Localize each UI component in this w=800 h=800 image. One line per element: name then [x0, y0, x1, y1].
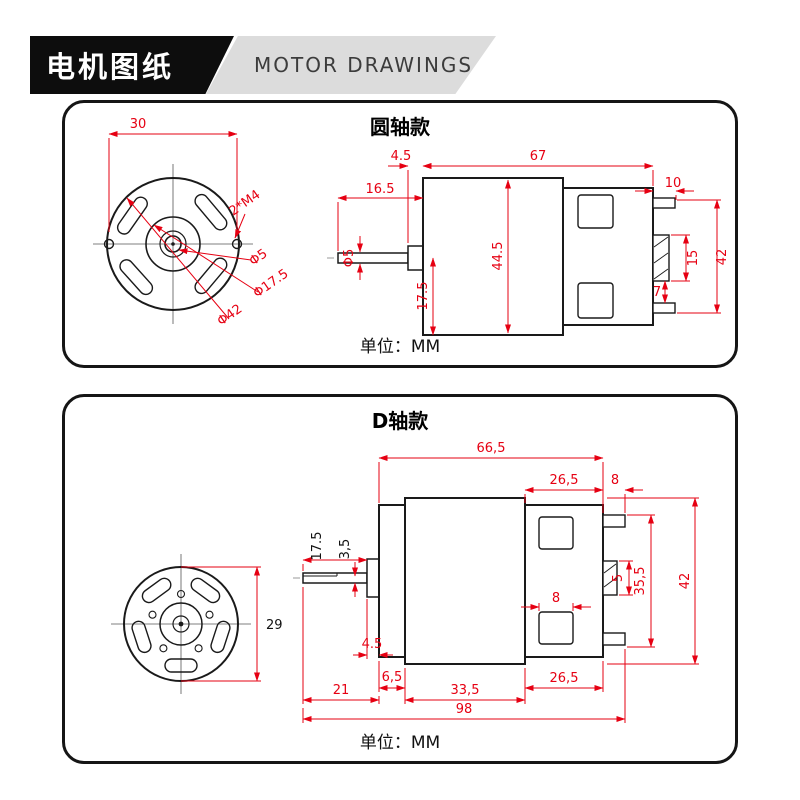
- dim-shaft-dia-side: Φ5: [342, 249, 357, 268]
- round-shaft-title: 圆轴款: [370, 115, 430, 139]
- dim-mid-len-d: 33,5: [451, 683, 480, 698]
- dim-shaft-total-d: 21: [333, 683, 350, 698]
- header-banner-zh: 电机图纸: [30, 36, 234, 94]
- d-shaft-title: D轴款: [371, 409, 429, 433]
- side-dim-labels-d: 66,5 26,5 8 3,5 17.5 4.5 6,5 26,5 21 33,…: [310, 441, 693, 717]
- dim-cap-len2-d: 26,5: [550, 671, 579, 686]
- dim-boss-dia: Φ17.5: [251, 267, 292, 302]
- end-cap-outline: [103, 177, 243, 311]
- dim-overall-height: 42: [715, 249, 730, 266]
- d-shaft-unit: 单位：MM: [359, 733, 441, 753]
- center-dot-d: [178, 621, 184, 627]
- dim-boss-len: 4.5: [391, 149, 412, 164]
- side-dimension-lines-d: [302, 455, 699, 723]
- center-dot: [171, 242, 175, 246]
- header-title-zh: 电机图纸: [46, 50, 175, 84]
- round-shaft-unit: 单位：MM: [359, 337, 441, 357]
- round-shaft-panel: 圆轴款 单位：MM: [62, 100, 738, 368]
- dim-flat: 3,5: [338, 539, 353, 560]
- round-shaft-drawing: 30 2*M4 Φ5 Φ17.5 Φ42: [93, 117, 730, 336]
- dim-terminal-len-d: 8: [611, 473, 619, 488]
- side-view-d: 66,5 26,5 8 3,5 17.5 4.5 6,5 26,5 21 33,…: [293, 441, 699, 723]
- front-dimension-lines: [108, 131, 259, 320]
- d-shaft-panel: D轴款 单位：MM: [62, 394, 738, 764]
- side-dimension-lines: [337, 163, 721, 336]
- motor-outline: [337, 177, 676, 336]
- dim-cap-len-d: 26,5: [550, 473, 579, 488]
- motor-outline-d: [302, 497, 626, 665]
- dim-shaft-len: 16.5: [366, 182, 395, 197]
- dim-body-dia-side: 44.5: [491, 242, 506, 271]
- dim-bush-d: 5: [611, 574, 626, 582]
- dim-vent-width-d: 8: [552, 591, 560, 606]
- dim-gap: 7: [653, 285, 661, 300]
- dim-shaft-dia: Φ5: [247, 246, 271, 269]
- dim-body-dia: Φ42: [215, 302, 246, 330]
- header-title-en: MOTOR DRAWINGS: [254, 53, 474, 77]
- dim-shaft-offset: 17.5: [416, 282, 431, 311]
- front-dimension-lines-d: [181, 566, 261, 682]
- dim-overall-d: 42: [678, 573, 693, 590]
- dim-terminal-len: 10: [665, 176, 682, 191]
- side-dim-labels: 4.5 67 16.5 Φ5 17.5 44.5 10 15 7 42: [342, 149, 730, 310]
- bushing-hatch: [653, 236, 669, 280]
- dim-body-len-d: 66,5: [477, 441, 506, 456]
- d-shaft-drawing: 29: [111, 441, 699, 723]
- front-view-round: 30 2*M4 Φ5 Φ17.5 Φ42: [93, 117, 291, 329]
- dim-bush-len: 15: [686, 250, 701, 267]
- d-flat-and-hatch: [303, 563, 617, 588]
- dim-total-len-d: 98: [456, 702, 473, 717]
- dim-span-d: 35,5: [633, 567, 648, 596]
- dim-front-len-d: 6,5: [382, 670, 403, 685]
- side-view-round: 4.5 67 16.5 Φ5 17.5 44.5 10 15 7 42: [327, 149, 730, 336]
- header-banner-en: MOTOR DRAWINGS: [206, 36, 496, 94]
- dim-boss-len-d: 4.5: [362, 637, 383, 652]
- front-view-d: 29: [111, 554, 283, 694]
- dim-hole-pitch: 30: [130, 117, 147, 132]
- dim-shaft-len-d: 17.5: [310, 532, 325, 561]
- dim-body-len: 67: [530, 149, 547, 164]
- dim-front-dia: 29: [266, 618, 283, 633]
